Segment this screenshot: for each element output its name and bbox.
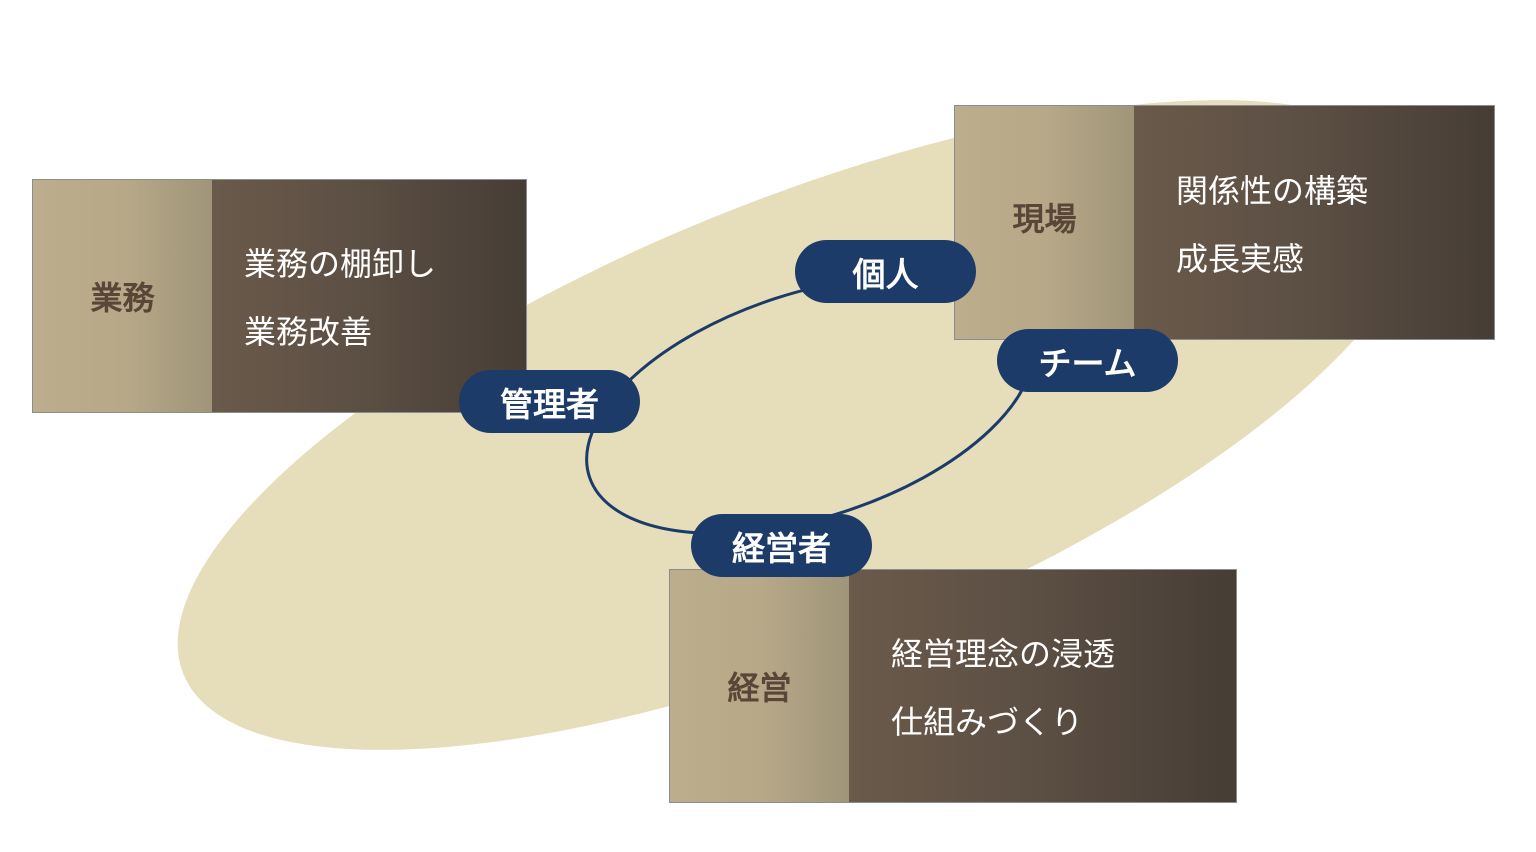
keiei-title: 経営	[670, 570, 849, 802]
genba-items: 関係性の構築 成長実感	[1134, 106, 1494, 339]
gyomu-item: 業務改善	[244, 313, 373, 351]
keiei-items: 経営理念の浸透 仕組みづくり	[849, 570, 1236, 802]
role-keieisha: 経営者	[691, 514, 872, 577]
genba-title: 現場	[955, 106, 1134, 339]
genba-box: 現場 関係性の構築 成長実感	[954, 105, 1495, 340]
gyomu-title: 業務	[33, 180, 212, 412]
gyomu-box: 業務 業務の棚卸し 業務改善	[32, 179, 527, 413]
genba-item: 成長実感	[1176, 240, 1305, 278]
role-kanrisha: 管理者	[459, 370, 640, 433]
gyomu-item: 業務の棚卸し	[244, 245, 437, 283]
keiei-item: 仕組みづくり	[891, 703, 1084, 741]
keiei-box: 経営 経営理念の浸透 仕組みづくり	[669, 569, 1237, 803]
genba-item: 関係性の構築	[1176, 172, 1369, 210]
keiei-item: 経営理念の浸透	[891, 635, 1116, 673]
role-team: チーム	[997, 329, 1178, 392]
role-kojin: 個人	[795, 240, 976, 303]
